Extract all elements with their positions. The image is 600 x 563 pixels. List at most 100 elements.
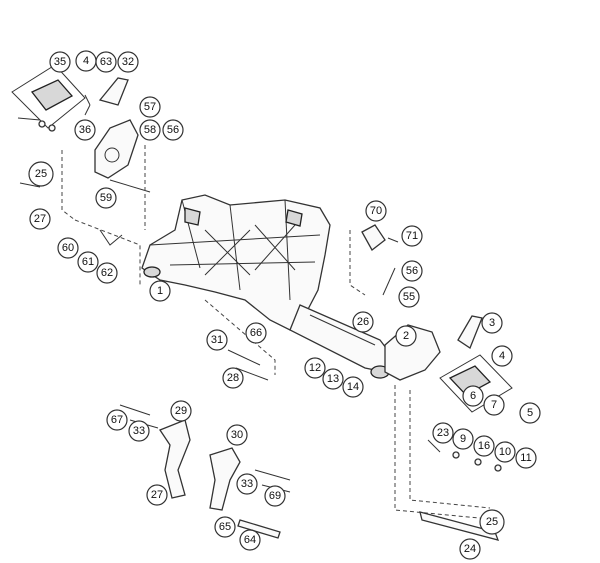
callout-28: 28	[222, 367, 244, 389]
callout-13: 13	[322, 368, 344, 390]
callout-71: 71	[401, 225, 423, 247]
svg-text:56: 56	[167, 124, 179, 136]
svg-text:10: 10	[499, 446, 511, 458]
callout-27-bottom: 27	[146, 484, 168, 506]
svg-text:1: 1	[157, 285, 163, 297]
callout-64: 64	[239, 529, 261, 551]
callout-58: 58	[139, 119, 161, 141]
svg-text:64: 64	[244, 534, 256, 546]
svg-text:6: 6	[470, 390, 476, 402]
callout-59: 59	[95, 187, 117, 209]
callout-36: 36	[74, 119, 96, 141]
svg-text:5: 5	[527, 407, 533, 419]
callout-31: 31	[206, 329, 228, 351]
callout-61: 61	[77, 251, 99, 273]
svg-text:9: 9	[460, 433, 466, 445]
svg-text:56: 56	[406, 265, 418, 277]
svg-text:12: 12	[309, 362, 321, 374]
svg-text:70: 70	[370, 205, 382, 217]
callout-27-left: 27	[29, 208, 51, 230]
callout-23: 23	[432, 422, 454, 444]
callout-4-right: 4	[491, 345, 513, 367]
callout-32: 32	[117, 51, 139, 73]
callout-14: 14	[342, 376, 364, 398]
svg-text:61: 61	[82, 256, 94, 268]
callout-16: 16	[473, 435, 495, 457]
svg-text:4: 4	[83, 55, 89, 67]
callout-7: 7	[483, 394, 505, 416]
highlight-ring	[28, 161, 54, 187]
callout-26: 26	[352, 311, 374, 333]
left-footrest-group	[11, 64, 151, 285]
callout-66: 66	[245, 322, 267, 344]
svg-text:26: 26	[357, 316, 369, 328]
callout-25-left-highlighted: 25	[28, 161, 54, 187]
svg-text:11: 11	[520, 452, 531, 464]
svg-text:69: 69	[269, 490, 281, 502]
callout-65: 65	[214, 516, 236, 538]
svg-text:32: 32	[122, 56, 134, 68]
svg-text:36: 36	[79, 124, 91, 136]
svg-text:7: 7	[491, 399, 497, 411]
callout-33-left: 33	[128, 420, 150, 442]
bottom-linkages	[119, 299, 291, 539]
svg-text:59: 59	[100, 192, 112, 204]
svg-text:29: 29	[175, 405, 187, 417]
svg-text:62: 62	[101, 267, 113, 279]
callout-56-right: 56	[401, 260, 423, 282]
svg-text:35: 35	[54, 56, 66, 68]
svg-text:27: 27	[34, 213, 46, 225]
callout-67: 67	[106, 409, 128, 431]
callout-30: 30	[226, 424, 248, 446]
callout-11: 11	[515, 447, 537, 469]
svg-text:14: 14	[347, 381, 359, 393]
svg-text:58: 58	[144, 124, 156, 136]
callout-5: 5	[519, 402, 541, 424]
callout-63: 63	[95, 51, 117, 73]
callout-69: 69	[264, 485, 286, 507]
callout-33-right: 33	[236, 473, 258, 495]
svg-text:33: 33	[241, 478, 253, 490]
callout-4-top: 4	[75, 50, 97, 72]
svg-text:27: 27	[151, 489, 163, 501]
callout-3: 3	[481, 312, 503, 334]
svg-text:30: 30	[231, 429, 243, 441]
callout-12: 12	[304, 357, 326, 379]
svg-text:28: 28	[227, 372, 239, 384]
svg-text:16: 16	[478, 440, 490, 452]
svg-text:33: 33	[133, 425, 145, 437]
svg-text:65: 65	[219, 521, 231, 533]
callout-25-right-highlighted: 25	[479, 509, 505, 535]
svg-text:67: 67	[111, 414, 123, 426]
svg-text:66: 66	[250, 327, 262, 339]
callout-60: 60	[57, 237, 79, 259]
callout-56-left: 56	[162, 119, 184, 141]
callout-29: 29	[170, 400, 192, 422]
svg-text:31: 31	[211, 334, 223, 346]
main-frame	[141, 194, 396, 379]
svg-text:23: 23	[437, 427, 449, 439]
callout-55: 55	[398, 286, 420, 308]
callout-24: 24	[459, 538, 481, 560]
svg-text:60: 60	[62, 242, 74, 254]
highlight-ring	[479, 509, 505, 535]
svg-text:3: 3	[489, 317, 495, 329]
callout-10: 10	[494, 441, 516, 463]
callout-6: 6	[462, 385, 484, 407]
svg-text:63: 63	[100, 56, 112, 68]
svg-text:24: 24	[464, 543, 476, 555]
svg-text:55: 55	[403, 291, 415, 303]
callout-62: 62	[96, 262, 118, 284]
svg-text:71: 71	[406, 230, 418, 242]
callout-2: 2	[395, 325, 417, 347]
callout-1: 1	[149, 280, 171, 302]
svg-text:57: 57	[144, 101, 156, 113]
svg-text:25: 25	[35, 168, 47, 180]
callout-9: 9	[452, 428, 474, 450]
svg-text:4: 4	[499, 350, 505, 362]
svg-text:2: 2	[403, 330, 409, 342]
top-right-bracket	[349, 224, 399, 296]
callout-57: 57	[139, 96, 161, 118]
svg-text:25: 25	[486, 516, 498, 528]
